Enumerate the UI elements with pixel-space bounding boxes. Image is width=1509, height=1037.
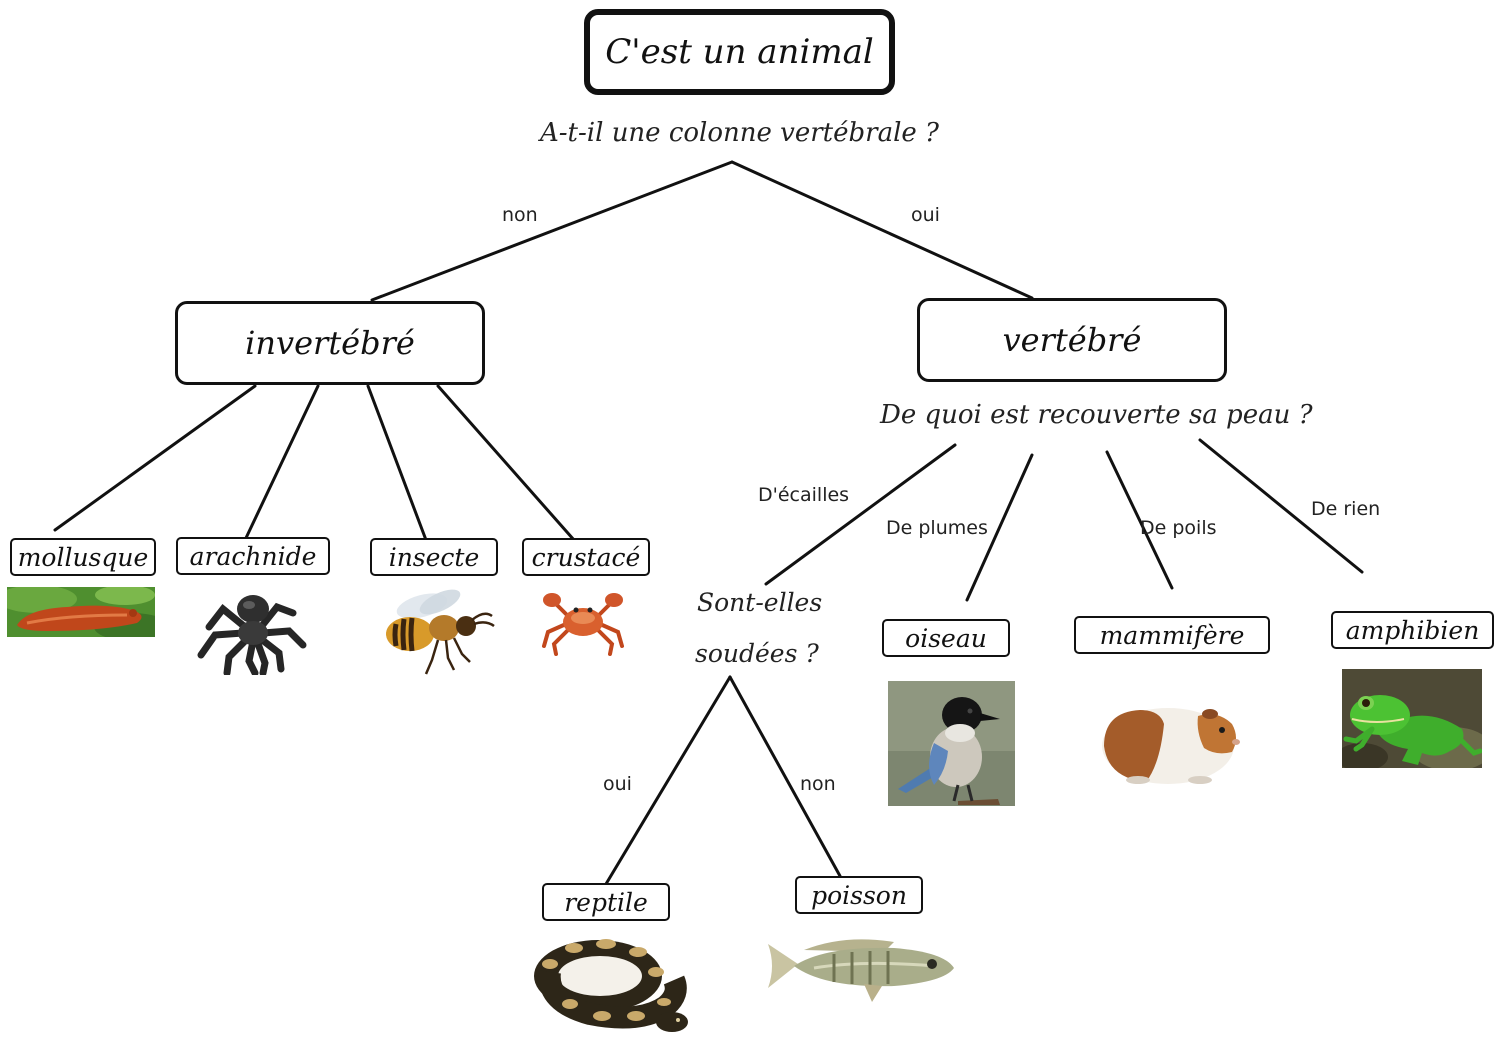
invertebrate-node: invertébré [175,301,485,385]
edge-skin-hair [1105,450,1174,590]
edge-label-feathers: De plumes [886,517,988,539]
edge-invertebrate-crustacean [436,384,576,542]
reptile-label: reptile [564,887,648,917]
edge-invertebrate-mollusc [53,384,257,532]
edge-label-fused-yes: oui [603,773,632,795]
vertebrate-label: vertébré [1002,321,1142,359]
amphibian-node: amphibien [1331,611,1494,649]
crustacean-label: crustacé [531,542,641,572]
mammal-label: mammifère [1099,620,1245,650]
crab-photo [542,593,624,656]
edge-label-fused-no: non [800,773,836,795]
edge-label-scales: D'écailles [758,484,850,506]
question-fused-line2: soudées ? [695,639,819,668]
insect-label: insecte [388,542,480,572]
reptile-node: reptile [542,883,670,921]
fish-label: poisson [811,880,907,910]
question-fused-line1: Sont-elles [697,588,823,617]
bee-photo [386,589,495,675]
arachnid-label: arachnide [189,541,317,571]
tarantula-photo [197,595,307,675]
mollusc-label: mollusque [17,542,149,572]
invertebrate-label: invertébré [245,324,415,362]
edge-skin-feathers [965,453,1034,602]
python-photo [534,939,688,1032]
edge-root-vertebrate [730,160,1034,300]
edge-skin-nothing [1198,438,1364,574]
mollusc-node: mollusque [10,538,156,576]
edge-skin-scales [764,443,957,586]
magpie-photo [888,681,1015,806]
question-spine: A-t-il une colonne vertébrale ? [540,118,939,148]
edge-root-invertebrate [370,160,734,302]
edge-label-nothing: De rien [1311,498,1381,520]
edge-label-hair: De poils [1140,517,1217,539]
edge-label-spine-no: non [502,204,538,226]
amphibian-label: amphibien [1345,615,1480,645]
slug-photo [7,587,155,637]
fish-node: poisson [795,876,923,914]
guinea-pig-photo [1102,708,1240,784]
frog-photo [1342,669,1482,768]
root-node: C'est un animal [584,9,895,95]
question-skin: De quoi est recouverte sa peau ? [880,400,1313,430]
edge-label-spine-yes: oui [911,204,940,226]
bird-node: oiseau [882,619,1010,657]
edge-invertebrate-arachnid [244,384,320,540]
insect-node: insecte [370,538,498,576]
bird-label: oiseau [905,623,987,653]
edge-invertebrate-insect [366,384,428,542]
edge-fused-reptile [604,675,732,886]
arachnid-node: arachnide [176,537,330,575]
vertebrate-node: vertébré [917,298,1227,382]
cichlid-photo [768,939,954,1002]
edge-fused-fish [728,675,842,878]
crustacean-node: crustacé [522,538,650,576]
root-label: C'est un animal [605,32,874,72]
mammal-node: mammifère [1074,616,1270,654]
